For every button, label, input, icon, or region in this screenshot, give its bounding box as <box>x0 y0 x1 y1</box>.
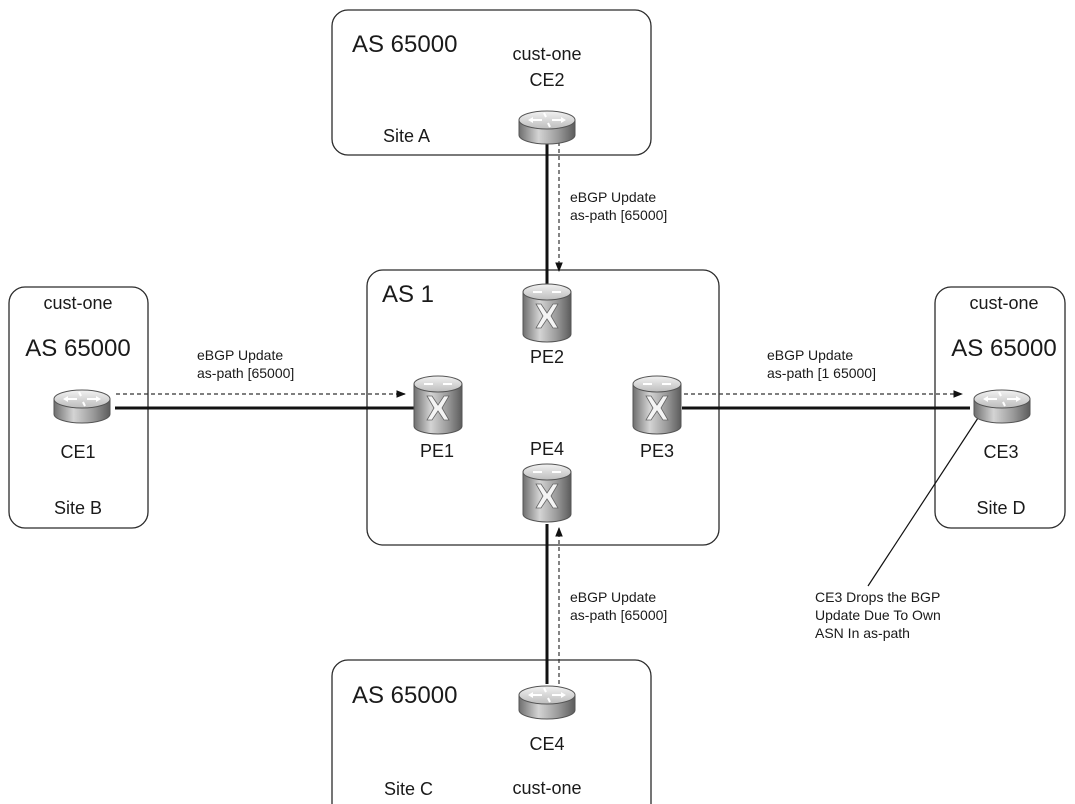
pe2-router-icon <box>522 283 572 343</box>
pe1-label: PE1 <box>420 441 454 461</box>
update-bottom-line1: eBGP Update <box>570 589 656 605</box>
pe4-router-icon <box>522 463 572 523</box>
site-c-name: Site C <box>384 779 433 799</box>
update-bottom-line2: as-path [65000] <box>570 607 667 623</box>
pe1-router-icon <box>413 375 463 435</box>
update-right-line2: as-path [1 65000] <box>767 365 876 381</box>
site-b-vpn-label: cust-one <box>43 293 112 313</box>
ce4-label: CE4 <box>529 734 564 754</box>
ce3-router-icon <box>973 389 1031 424</box>
update-left-line1: eBGP Update <box>197 347 283 363</box>
ce3-label: CE3 <box>983 442 1018 462</box>
note-line3: ASN In as-path <box>815 625 910 641</box>
site-a-vpn-label: cust-one <box>512 44 581 64</box>
site-b-name: Site B <box>54 498 102 518</box>
site-c-vpn-label: cust-one <box>512 778 581 798</box>
site-b-as-label: AS 65000 <box>25 335 130 362</box>
note-leader-line <box>867 417 979 587</box>
pe4-label: PE4 <box>530 439 564 459</box>
ce2-router-icon <box>518 110 576 145</box>
site-d-name: Site D <box>976 498 1025 518</box>
note-line1: CE3 Drops the BGP <box>815 589 940 605</box>
update-top-line2: as-path [65000] <box>570 207 667 223</box>
site-a-as-label: AS 65000 <box>352 31 457 58</box>
pe3-router-icon <box>632 375 682 435</box>
site-a-name: Site A <box>383 126 430 146</box>
ce1-router-icon <box>53 389 111 424</box>
ce4-router-icon <box>518 685 576 720</box>
ce1-label: CE1 <box>60 442 95 462</box>
site-d-as-label: AS 65000 <box>951 335 1056 362</box>
note-line2: Update Due To Own <box>815 607 941 623</box>
provider-as-label: AS 1 <box>382 281 434 308</box>
ce2-label: CE2 <box>529 70 564 90</box>
pe3-label: PE3 <box>640 441 674 461</box>
update-top-line1: eBGP Update <box>570 189 656 205</box>
update-right-line1: eBGP Update <box>767 347 853 363</box>
pe2-label: PE2 <box>530 347 564 367</box>
site-c-as-label: AS 65000 <box>352 682 457 709</box>
site-d-vpn-label: cust-one <box>969 293 1038 313</box>
update-left-line2: as-path [65000] <box>197 365 294 381</box>
